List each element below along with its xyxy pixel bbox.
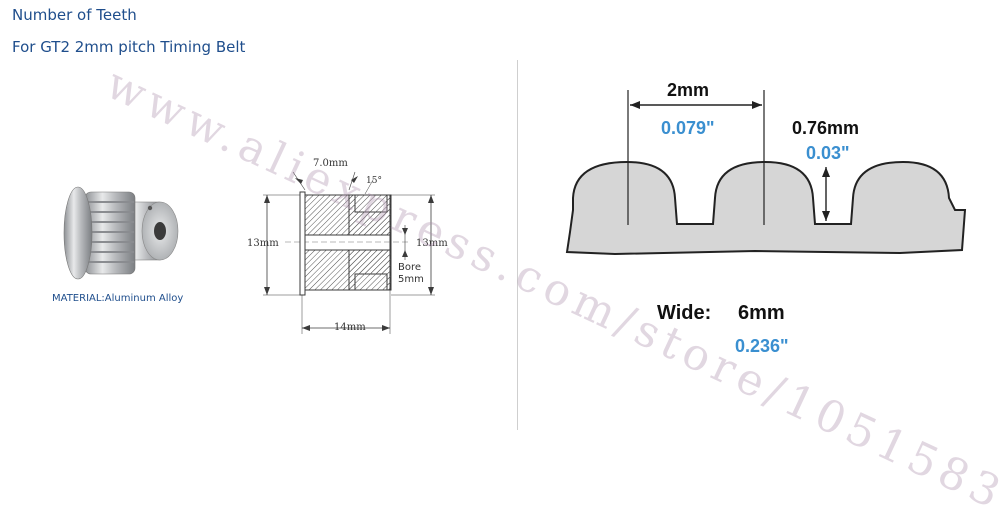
pulley-photo xyxy=(63,186,179,280)
belt-profile-diagram xyxy=(565,90,967,256)
pitch-mm-label: 2mm xyxy=(667,80,710,100)
bore-label: Bore 5mm xyxy=(398,262,424,286)
pitch-inch-label: 0.079" xyxy=(661,118,715,138)
header-belt-type: For GT2 2mm pitch Timing Belt xyxy=(12,38,246,56)
wide-mm-label: 6mm xyxy=(738,302,785,324)
section-divider xyxy=(517,60,518,430)
right-height-label: 13mm xyxy=(416,238,448,249)
angle-label: 15° xyxy=(366,176,382,186)
depth-mm-label: 0.76mm xyxy=(792,118,860,138)
pulley-technical-drawing xyxy=(263,171,435,334)
material-label: MATERIAL:Aluminum Alloy xyxy=(52,293,184,304)
top-dimension-label: 7.0mm xyxy=(313,158,348,169)
header-number-of-teeth: Number of Teeth xyxy=(12,6,137,24)
left-height-label: 13mm xyxy=(247,238,279,249)
bore-text: Bore xyxy=(398,262,422,273)
bore-value: 5mm xyxy=(398,274,424,285)
width-label: 14mm xyxy=(334,322,366,333)
wide-label: Wide: xyxy=(657,302,712,324)
depth-inch-label: 0.03" xyxy=(806,143,850,163)
wide-inch-label: 0.236" xyxy=(735,336,789,356)
